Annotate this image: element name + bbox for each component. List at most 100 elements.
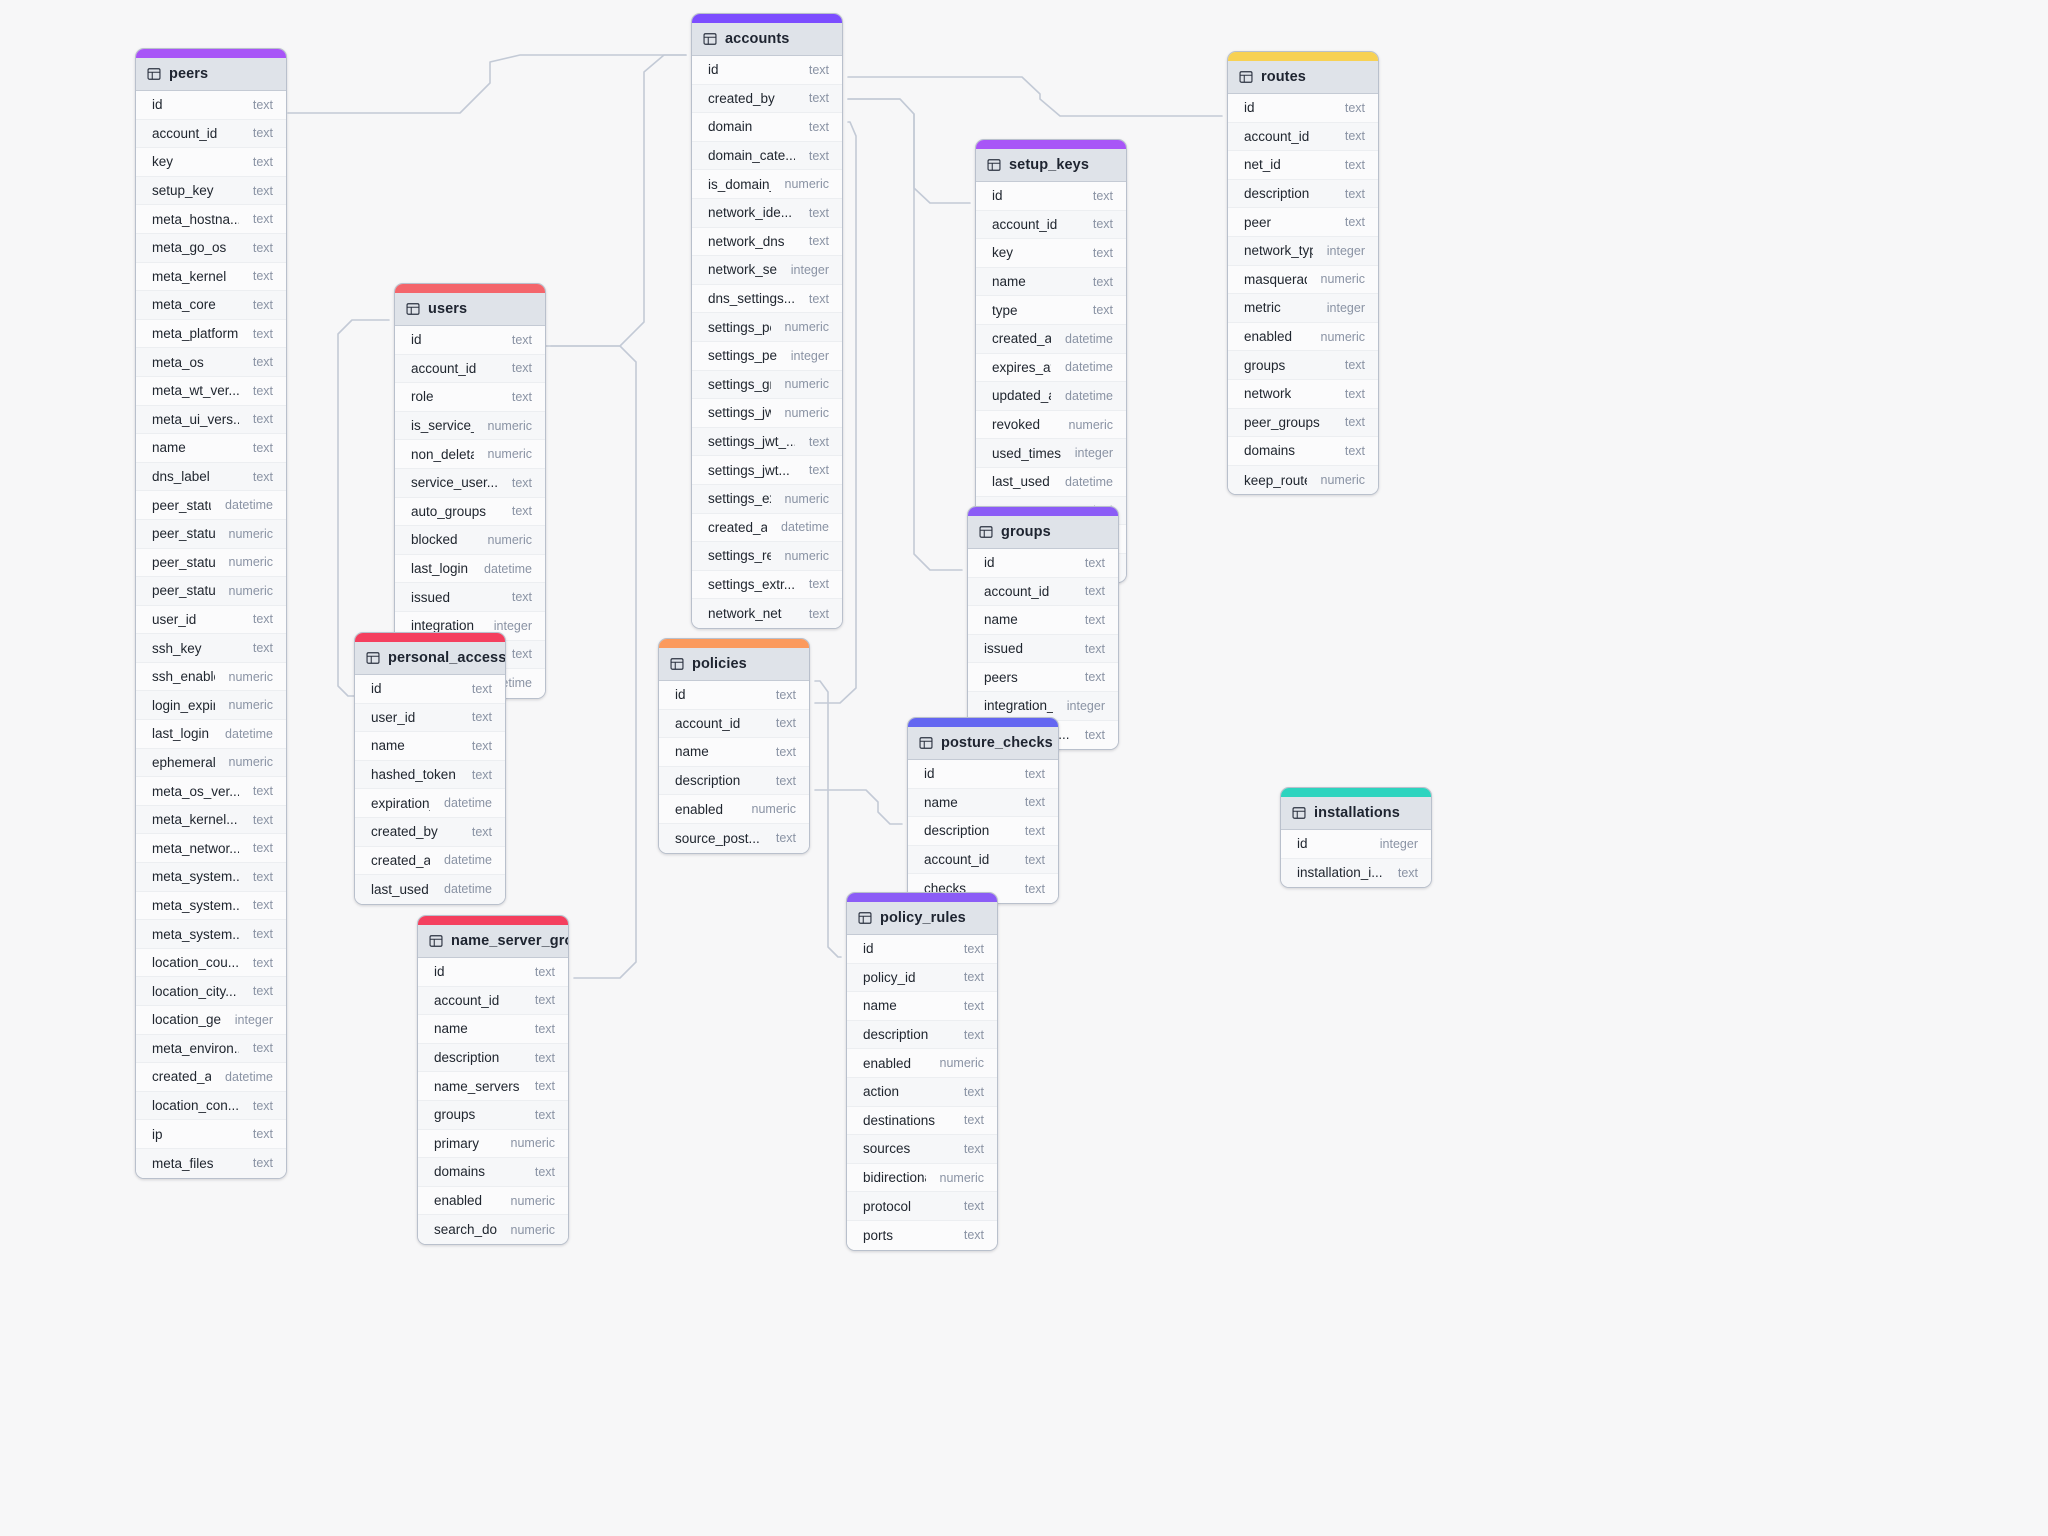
table-header-name_server_groups[interactable]: name_server_groups: [418, 925, 568, 958]
column-row[interactable]: non_deletablenumeric: [395, 440, 545, 469]
column-row[interactable]: settings_jwt...text: [692, 456, 842, 485]
table-header-posture_checks[interactable]: posture_checks: [908, 727, 1058, 760]
column-row[interactable]: meta_kernel...text: [136, 805, 286, 835]
column-row[interactable]: location_cou...text: [136, 948, 286, 978]
column-row[interactable]: peer_status_...datetime: [136, 491, 286, 520]
column-row[interactable]: domain_cate...text: [692, 141, 842, 171]
table-header-routes[interactable]: routes: [1228, 61, 1378, 94]
column-row[interactable]: meta_ui_vers...text: [136, 405, 286, 435]
column-row[interactable]: network_ide...text: [692, 198, 842, 228]
column-row[interactable]: expiration_da...datetime: [355, 789, 505, 818]
column-row[interactable]: integration_r...integer: [968, 691, 1118, 721]
column-row[interactable]: masqueradenumeric: [1228, 265, 1378, 295]
table-header-accounts[interactable]: accounts: [692, 23, 842, 56]
table-header-policy_rules[interactable]: policy_rules: [847, 902, 997, 935]
table-header-personal_access_tokens[interactable]: personal_access_tokens: [355, 642, 505, 675]
column-row[interactable]: peer_status_...numeric: [136, 548, 286, 578]
table-header-policies[interactable]: policies: [659, 648, 809, 681]
column-row[interactable]: meta_system...text: [136, 863, 286, 892]
column-row[interactable]: network_serialinteger: [692, 256, 842, 285]
column-row[interactable]: location_city...text: [136, 977, 286, 1006]
column-row[interactable]: bidirectionalnumeric: [847, 1163, 997, 1193]
column-row[interactable]: settings_gro...numeric: [692, 370, 842, 400]
column-row[interactable]: login_expirati...numeric: [136, 691, 286, 721]
column-row[interactable]: settings_jwt_...numeric: [692, 399, 842, 428]
column-row[interactable]: settings_pee...integer: [692, 341, 842, 371]
column-row[interactable]: settings_reg...numeric: [692, 542, 842, 571]
column-row[interactable]: is_domain_pr...numeric: [692, 170, 842, 199]
column-row[interactable]: meta_os_ver...text: [136, 777, 286, 806]
table-header-installations[interactable]: installations: [1281, 797, 1431, 830]
table-card-personal_access_tokens[interactable]: personal_access_tokensidtextuser_idtextn…: [354, 632, 506, 905]
column-row[interactable]: service_user...text: [395, 468, 545, 498]
column-row[interactable]: source_post...text: [659, 823, 809, 853]
column-row[interactable]: network_typeinteger: [1228, 236, 1378, 266]
column-row[interactable]: installation_i...text: [1281, 858, 1431, 888]
column-row[interactable]: location_geo...integer: [136, 1006, 286, 1035]
